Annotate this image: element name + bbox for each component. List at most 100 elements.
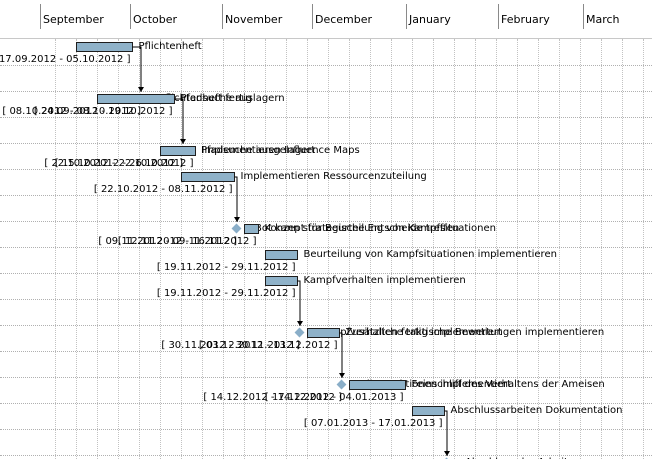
task-label: Konzept für Beurteilung von Kampfsituati… [264,223,497,234]
dependency-link [132,46,142,92]
task-bar[interactable] [96,94,175,104]
task-label: Beurteilung von Kampfsituationen impleme… [303,249,557,260]
row-divider [0,169,652,170]
row-divider [0,221,652,222]
task-label: Kampfverhalten implementieren [303,275,466,286]
task-label: Implementieren Influence Maps [201,145,360,156]
week-gridline [327,39,329,459]
month-label: March [586,13,620,26]
week-gridline [180,39,182,459]
task-bar[interactable] [243,224,259,234]
task-bar[interactable] [306,328,340,338]
week-gridline [96,39,98,459]
dependency-link [444,410,448,456]
week-gridline [138,39,140,459]
arrow-head [339,373,345,378]
task-label: Pfadsuche auslagern [180,93,285,104]
task-bar[interactable] [264,250,298,260]
week-gridline [369,39,371,459]
task-label: Alle Funktionen implementiert [360,379,512,390]
week-gridline [453,39,455,459]
week-gridline [306,39,308,459]
month-label: February [501,13,550,26]
task-label: Bot kann strategische Entscheide treffen [255,223,460,234]
week-gridline [600,39,602,459]
date-range-label: [ 30.11.2012 - 30.11.2012 ] [161,340,300,351]
row-divider [0,117,652,118]
task-label: Pflichtenheft [138,41,202,52]
week-gridline [285,39,287,459]
task-bar[interactable] [75,42,133,52]
week-gridline [117,39,119,459]
dependency-link [339,332,343,378]
week-gridline [75,39,77,459]
task-label: Implementieren Ressourcenzuteilung [240,171,427,182]
date-range-label: [ 12.11.2012 - 16.11.2012 ] [117,236,257,247]
task-bar[interactable] [264,276,298,286]
arrow-head [444,451,450,456]
task-label: Abschluss der Arbeit [465,457,568,459]
arrow-head [180,139,186,144]
date-range-label: [ 08.10.2012 - 08.10.2012 ] [2,106,141,117]
month-label: December [315,13,373,26]
week-gridline [474,39,476,459]
date-range-label: [ 14.12.2012 - 14.12.2012 ] [203,392,342,403]
week-gridline [516,39,518,459]
month-divider [583,4,584,29]
row-divider [0,299,652,300]
task-label: Feinschliff des Verhaltens der Ameisen [411,379,605,390]
task-bar[interactable] [180,172,235,182]
week-gridline [537,39,539,459]
week-gridline [222,39,224,459]
task-bar[interactable] [411,406,445,416]
month-divider [130,4,131,29]
week-gridline [159,39,161,459]
row-divider [0,377,652,378]
date-range-label: [ 15.10.2012 - 26.10.2012 ] [54,158,194,169]
month-divider [498,4,499,29]
date-range-label: [ 22.10.2012 - 08.11.2012 ] [93,184,233,195]
week-gridline [264,39,266,459]
week-gridline [558,39,560,459]
month-divider [40,4,41,29]
date-range-label: [ 17.09.2012 - 05.10.2012 ] [0,54,131,65]
week-gridline [54,39,56,459]
row-divider [0,403,652,404]
row-divider [0,65,652,66]
month-divider [312,4,313,29]
arrow-head [297,321,303,326]
task-bar[interactable] [348,380,406,390]
arrow-head [234,217,240,222]
week-gridline [348,39,350,459]
month-divider [222,4,223,29]
week-gridline [243,39,245,459]
row-divider [0,273,652,274]
row-divider [0,195,652,196]
date-range-label: [ 19.11.2012 - 29.11.2012 ] [156,288,296,299]
month-label: January [409,13,451,26]
week-gridline [621,39,623,459]
task-label: Pflichtenheft fertig [159,93,253,104]
task-bar[interactable] [159,146,196,156]
week-gridline [201,39,203,459]
task-label: Pfadsuche ausgelagert [201,145,316,156]
row-divider [0,325,652,326]
week-gridline [411,39,413,459]
row-divider [0,455,652,456]
week-gridline [390,39,392,459]
row-divider [0,247,652,248]
date-range-label: [ 19.11.2012 - 29.11.2012 ] [156,262,296,273]
week-gridline [495,39,497,459]
month-divider [406,4,407,29]
task-label: Abschlussarbeiten Dokumentation [450,405,623,416]
week-gridline [579,39,581,459]
month-label: October [133,13,178,26]
date-range-label: [ 24.09.2012 - 19.10.2012 ] [33,106,173,117]
task-label: Kampfverhalten fertig implementiert [318,327,502,338]
month-label: September [43,13,104,26]
dependency-link [174,98,184,144]
task-label: Zusätzliche taktische Bewertungen implem… [345,327,605,338]
dependency-link [234,176,238,222]
